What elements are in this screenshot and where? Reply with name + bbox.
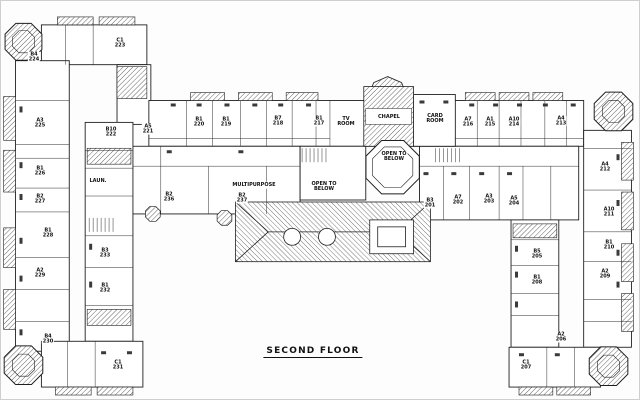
stairs-icon: [88, 217, 114, 232]
tower-southwest: [3, 345, 44, 385]
room-dividers: [15, 24, 632, 388]
turret-small-center: [216, 210, 233, 226]
furniture-marks: [19, 100, 620, 357]
area-label: OPEN TO BELOW: [380, 150, 408, 163]
roof-skylight: [283, 227, 301, 246]
area-label: LAUN.: [88, 177, 108, 185]
area-label: CARD ROOM: [425, 112, 445, 125]
roof-hatching: [3, 16, 634, 396]
roof-skylight: [318, 227, 336, 246]
bay-roofs: [3, 16, 634, 396]
stairs-icon: [435, 148, 460, 163]
stair-icons: [88, 148, 460, 232]
area-label: CHAPEL: [377, 113, 401, 121]
area-label: OPEN TO BELOW: [310, 180, 338, 193]
tower-northwest: [4, 22, 43, 61]
stairs-icon: [301, 148, 327, 163]
turret-small-west: [145, 206, 161, 222]
area-label: TV ROOM: [336, 115, 356, 128]
tower-northeast: [593, 91, 634, 132]
area-label: MULTIPURPOSE: [231, 181, 277, 189]
floor-title: SECOND FLOOR: [263, 346, 363, 358]
tower-southeast: [588, 346, 629, 386]
